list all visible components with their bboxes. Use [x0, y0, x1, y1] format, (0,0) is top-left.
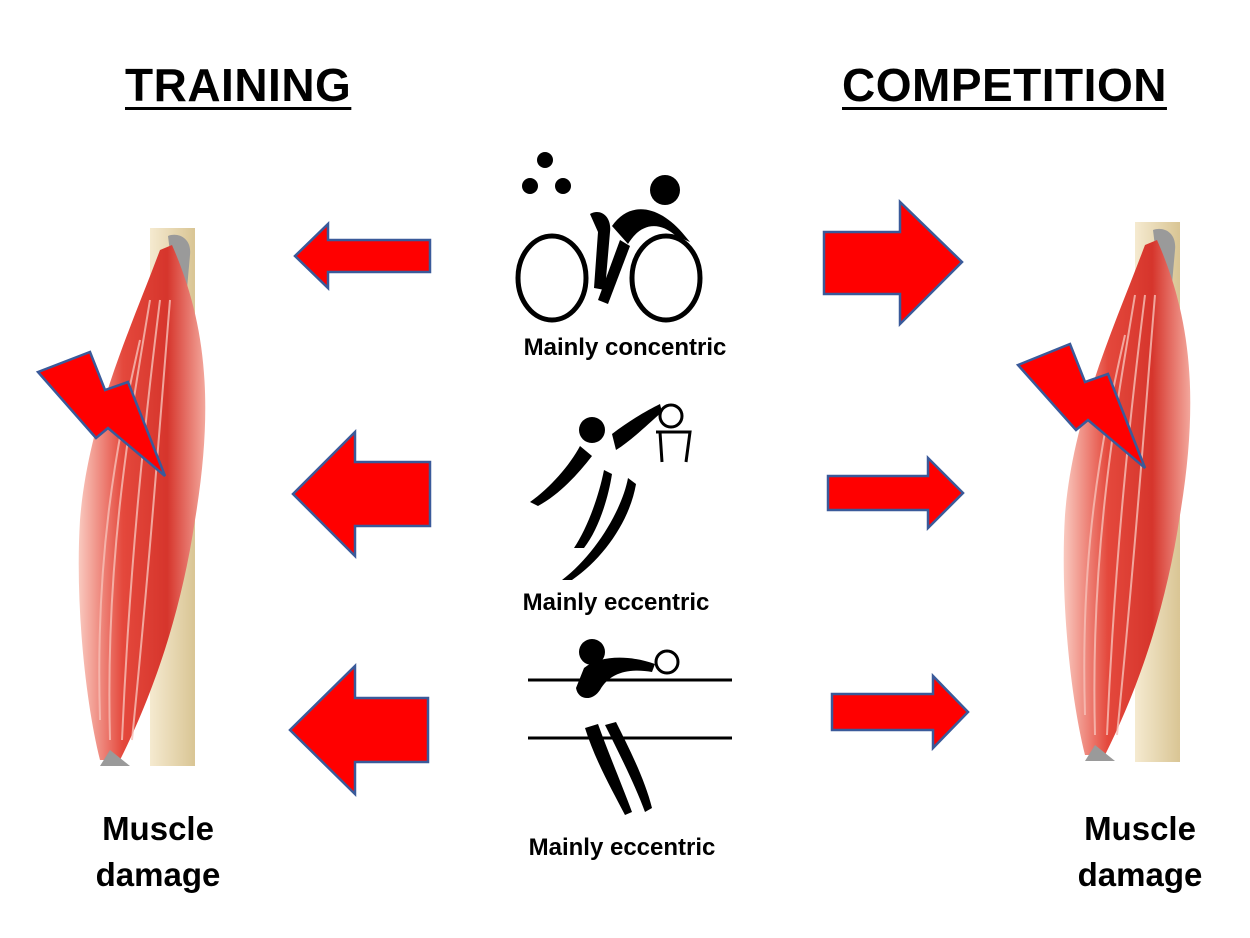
sport-caption-1: Mainly concentric	[524, 334, 727, 361]
arrow-training-row1	[293, 221, 432, 291]
right-damage-line1: Muscle	[1084, 810, 1196, 847]
training-heading: TRAINING	[125, 59, 352, 111]
left-damage-line2: damage	[95, 856, 221, 893]
competition-heading: COMPETITION	[842, 59, 1167, 111]
right-lightning-bolt-icon	[1015, 342, 1147, 469]
arrow-competition-row1	[822, 199, 964, 328]
right-damage-line2: damage	[1077, 856, 1203, 893]
right-muscle-damage-label: Muscle damage	[1040, 806, 1240, 898]
arrow-training-row3	[288, 663, 430, 797]
cycling-icon	[515, 152, 703, 323]
basketball-icon	[530, 403, 692, 580]
left-muscle-damage-label: Muscle damage	[58, 806, 258, 898]
arrow-competition-row3	[830, 672, 970, 752]
volleyball-icon	[528, 639, 732, 815]
sport-caption-3: Mainly eccentric	[529, 834, 716, 861]
arrow-training-row2	[291, 428, 432, 560]
sport-caption-2: Mainly eccentric	[523, 589, 710, 616]
left-lightning-bolt-icon	[35, 350, 167, 477]
left-damage-line1: Muscle	[102, 810, 214, 847]
left-muscle-illustration	[78, 228, 206, 766]
right-muscle-illustration	[1063, 222, 1191, 762]
arrow-competition-row2	[826, 454, 965, 532]
